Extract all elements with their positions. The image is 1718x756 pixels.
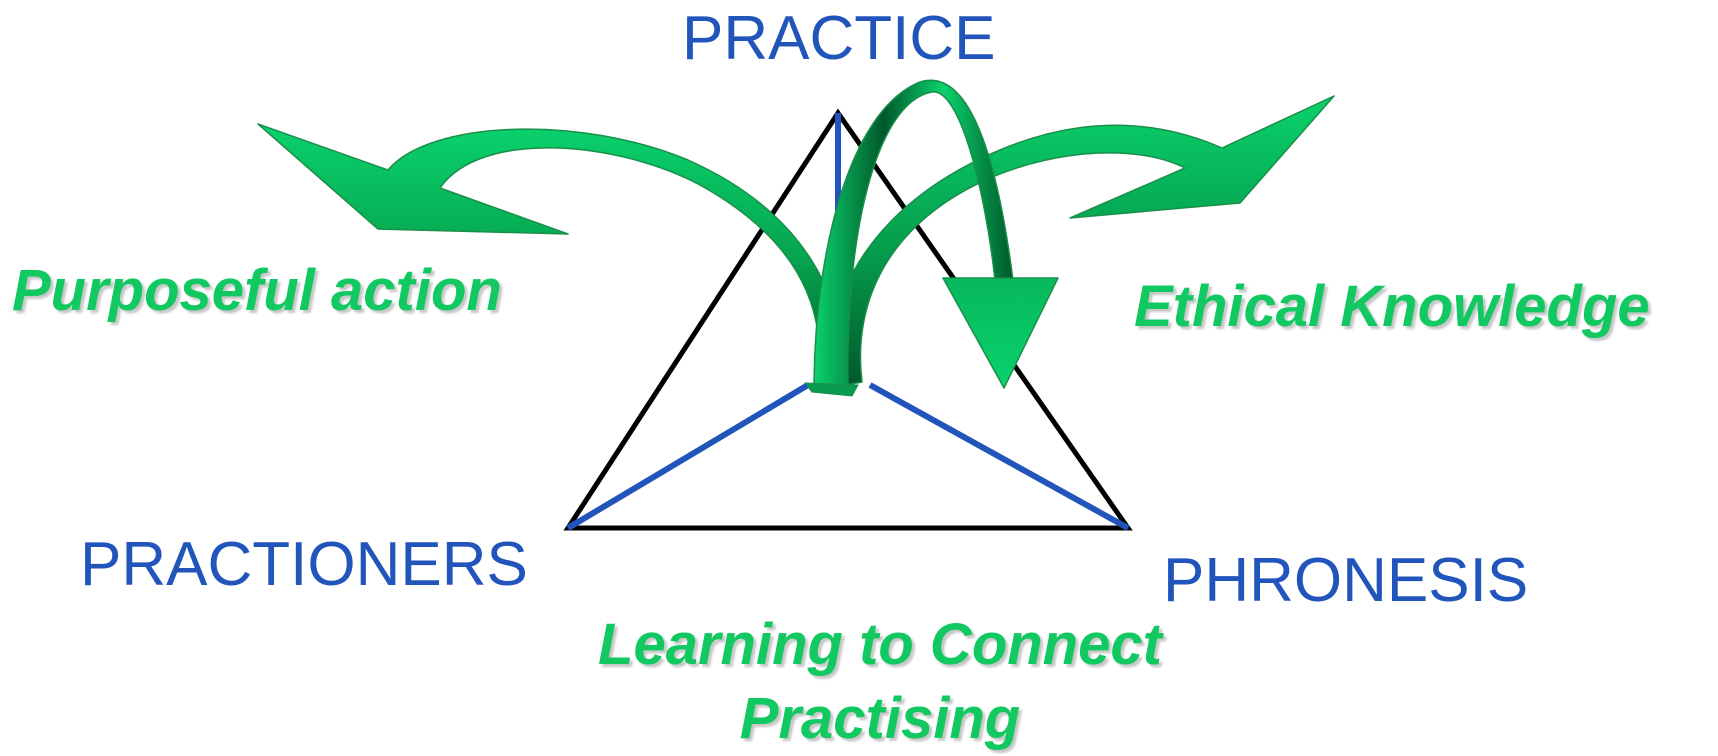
curved-arrow-right: [828, 95, 1335, 389]
outcome-learning-line2: Practising: [739, 686, 1021, 751]
outcome-ethical-knowledge: Ethical Knowledge: [1134, 274, 1650, 339]
node-practice: PRACTICE: [682, 4, 996, 73]
outcome-purposeful-action: Purposeful action: [12, 258, 502, 323]
curved-arrow-left: [257, 123, 844, 389]
node-practitioners: PRACTIONERS: [80, 530, 528, 599]
arrow-base: [803, 382, 859, 397]
spoke-to-practitioners: [566, 382, 810, 531]
node-phronesis: PHRONESIS: [1163, 546, 1529, 615]
curved-arrow-down: [813, 79, 1059, 389]
spoke-to-phronesis: [868, 382, 1130, 531]
outcome-learning-to-connect: Learning to Connect Practising: [530, 608, 1230, 756]
outcome-learning-line1: Learning to Connect: [598, 612, 1162, 677]
